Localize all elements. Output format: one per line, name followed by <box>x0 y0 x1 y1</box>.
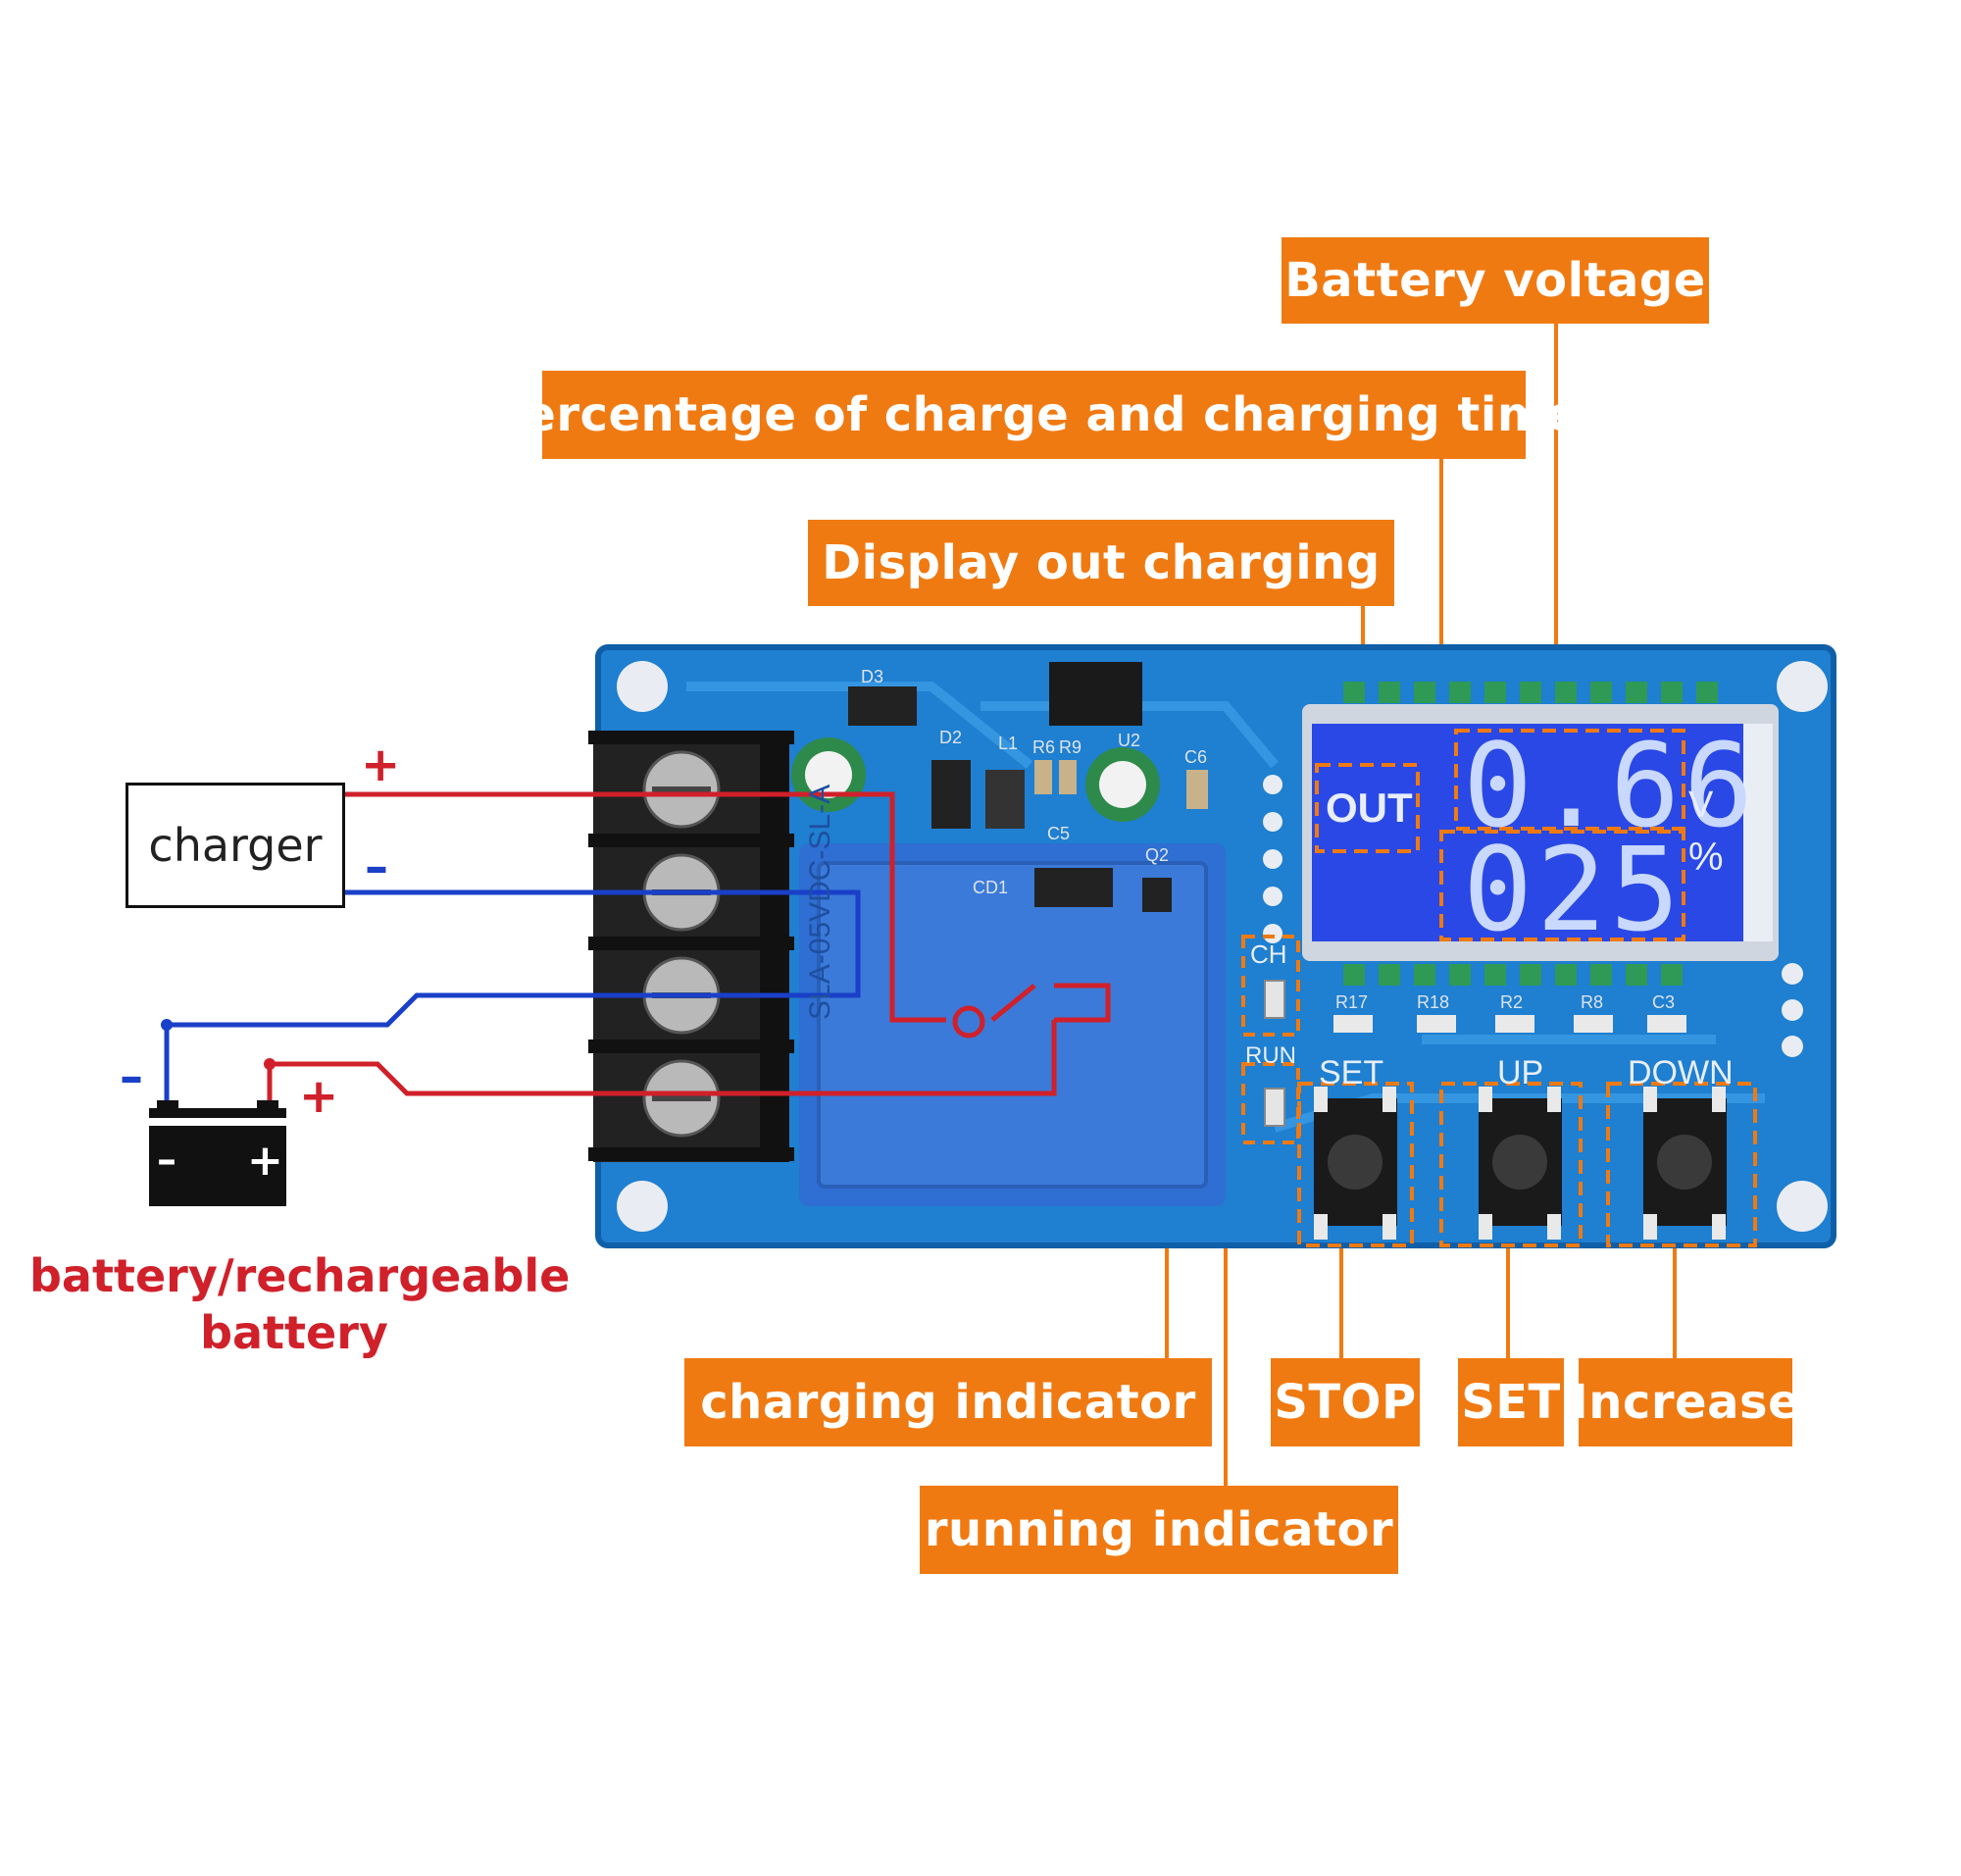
callout-stop: STOP <box>1271 1358 1420 1446</box>
label-c3: C3 <box>1652 992 1676 1012</box>
blue-junction <box>161 1019 173 1031</box>
callout-running-indicator: running indicator <box>920 1486 1398 1574</box>
lcd-voltage-unit: V <box>1688 785 1714 826</box>
callout-set: SET <box>1458 1358 1564 1446</box>
label-q2: Q2 <box>1145 845 1170 865</box>
lcd-percent-value: 025 <box>1463 822 1684 957</box>
button-highlights <box>1297 1082 1757 1247</box>
tactile-buttons <box>1314 1087 1727 1240</box>
battery-plus-sign: + <box>299 1069 339 1124</box>
label-r18: R18 <box>1417 992 1450 1012</box>
label-u2: U2 <box>1118 731 1141 750</box>
leds <box>1264 980 1285 1127</box>
label-c6: C6 <box>1184 747 1208 767</box>
label-c5: C5 <box>1047 824 1071 843</box>
charger-minus-sign: – <box>365 839 388 894</box>
led-highlights <box>1241 935 1300 1144</box>
battery-caption-line1: battery/rechargeable <box>29 1249 571 1302</box>
label-run: RUN <box>1245 1042 1296 1069</box>
label-r9: R9 <box>1059 737 1082 757</box>
label-btn-up: UP <box>1497 1054 1544 1091</box>
callout-increase: Increase <box>1571 1358 1800 1446</box>
lcd-voltage-value: 0.66 <box>1463 718 1758 853</box>
relay-switch-pivot <box>952 1005 985 1039</box>
label-ch: CH <box>1250 939 1287 969</box>
battery-symbol-plus: + <box>247 1136 283 1186</box>
callout-charging-indicator: charging indicator <box>684 1358 1212 1446</box>
label-btn-down: DOWN <box>1628 1054 1734 1091</box>
components <box>791 662 1803 1057</box>
red-junction <box>264 1058 276 1070</box>
callout-percentage-time: Percentage of charge and charging time <box>489 371 1579 459</box>
label-d3: D3 <box>861 667 884 686</box>
charger-box: charger <box>126 783 345 908</box>
callout-battery-voltage: Battery voltage <box>1282 237 1709 324</box>
label-l1: L1 <box>998 734 1019 753</box>
callout-display-out: Display out charging <box>808 520 1394 606</box>
label-r6: R6 <box>1032 737 1056 757</box>
charger-label: charger <box>148 819 323 872</box>
relay <box>799 843 1226 1206</box>
lcd-highlights <box>1315 729 1685 941</box>
battery-caption-line2: battery <box>200 1306 388 1359</box>
charger-plus-sign: + <box>361 737 401 792</box>
relay-marking: SLA-05VDC-SL-A <box>804 784 836 1020</box>
label-btn-set: SET <box>1319 1054 1384 1091</box>
battery-minus-sign: – <box>120 1049 143 1104</box>
battery-caption: battery/rechargeable battery <box>29 1247 571 1361</box>
lcd-out-label: OUT <box>1326 785 1413 831</box>
battery-symbol <box>149 1100 286 1206</box>
battery-symbol-minus: – <box>157 1138 176 1183</box>
label-cd1: CD1 <box>973 878 1009 897</box>
terminal-block <box>588 731 794 1162</box>
label-r2: R2 <box>1500 992 1524 1012</box>
label-r17: R17 <box>1335 992 1369 1012</box>
label-d2: D2 <box>939 728 963 747</box>
lcd-percent-unit: % <box>1688 836 1724 879</box>
label-r8: R8 <box>1581 992 1604 1012</box>
